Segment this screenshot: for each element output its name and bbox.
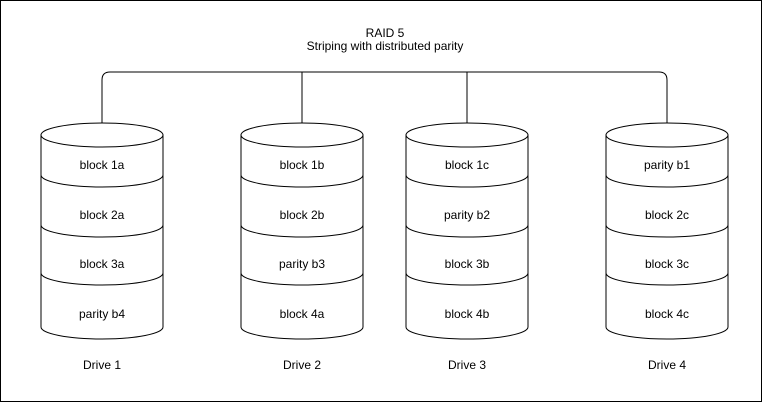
drive-1: block 1a block 2a block 3a parity b4 Dri…: [40, 122, 164, 372]
drive-2-divider-2: [240, 224, 364, 238]
drive-2-caption: Drive 2: [283, 358, 321, 372]
drive-2-divider-1: [240, 174, 364, 188]
drive-4-divider-1: [605, 174, 729, 188]
drive-3-divider-2: [405, 224, 529, 238]
drive-4-segment-3-label: block 3c: [645, 257, 689, 271]
drive-1-segment-3-label: block 3a: [80, 257, 125, 271]
drive-4-cylinder-top: [605, 122, 729, 148]
diagram-subtitle: Striping with distributed parity: [307, 39, 464, 53]
drive-3-cylinder-top: [405, 122, 529, 148]
drive-2-segment-1-label: block 1b: [280, 158, 325, 172]
drive-1-segment-1-label: block 1a: [80, 158, 125, 172]
drive-3-divider-3: [405, 272, 529, 286]
drive-1-divider-2: [40, 224, 164, 238]
drive-1-caption: Drive 1: [83, 358, 121, 372]
drive-2-segment-4-label: block 4a: [280, 307, 325, 321]
drive-2-segment-2-label: block 2b: [280, 208, 325, 222]
drive-3-segment-1-label: block 1c: [445, 158, 489, 172]
drive-3: block 1c parity b2 block 3b block 4b Dri…: [405, 122, 529, 372]
drive-3-segment-3-label: block 3b: [445, 257, 490, 271]
drive-1-segment-2-label: block 2a: [80, 208, 125, 222]
bus-connector-main-line: [101, 71, 668, 123]
drive-3-segment-4-label: block 4b: [445, 307, 490, 321]
drive-1-segment-4-label: parity b4: [79, 307, 125, 321]
bus-connector: [101, 71, 668, 123]
drive-4: parity b1 block 2c block 3c block 4c Dri…: [605, 122, 729, 372]
drive-1-divider-1: [40, 174, 164, 188]
drive-3-segment-2-label: parity b2: [444, 208, 490, 222]
drive-4-divider-2: [605, 224, 729, 238]
drive-3-divider-1: [405, 174, 529, 188]
drive-4-segment-4-label: block 4c: [645, 307, 689, 321]
drive-1-divider-3: [40, 272, 164, 286]
drive-2-divider-3: [240, 272, 364, 286]
drive-4-caption: Drive 4: [648, 358, 686, 372]
drive-3-caption: Drive 3: [448, 358, 486, 372]
drive-1-cylinder-top: [40, 122, 164, 148]
drive-4-segment-2-label: block 2c: [645, 208, 689, 222]
drive-2-cylinder-top: [240, 122, 364, 148]
drive-4-segment-1-label: parity b1: [644, 158, 690, 172]
drive-2-segment-3-label: parity b3: [279, 257, 325, 271]
drive-2: block 1b block 2b parity b3 block 4a Dri…: [240, 122, 364, 372]
drive-4-divider-3: [605, 272, 729, 286]
diagram-title: RAID 5: [366, 26, 405, 40]
